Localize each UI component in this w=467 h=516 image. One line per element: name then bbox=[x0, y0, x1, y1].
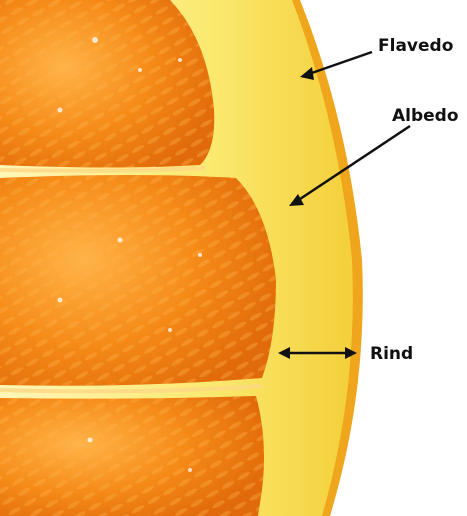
flavedo-label: Flavedo bbox=[378, 38, 453, 55]
albedo-label: Albedo bbox=[392, 108, 459, 125]
rind-label: Rind bbox=[370, 346, 413, 363]
